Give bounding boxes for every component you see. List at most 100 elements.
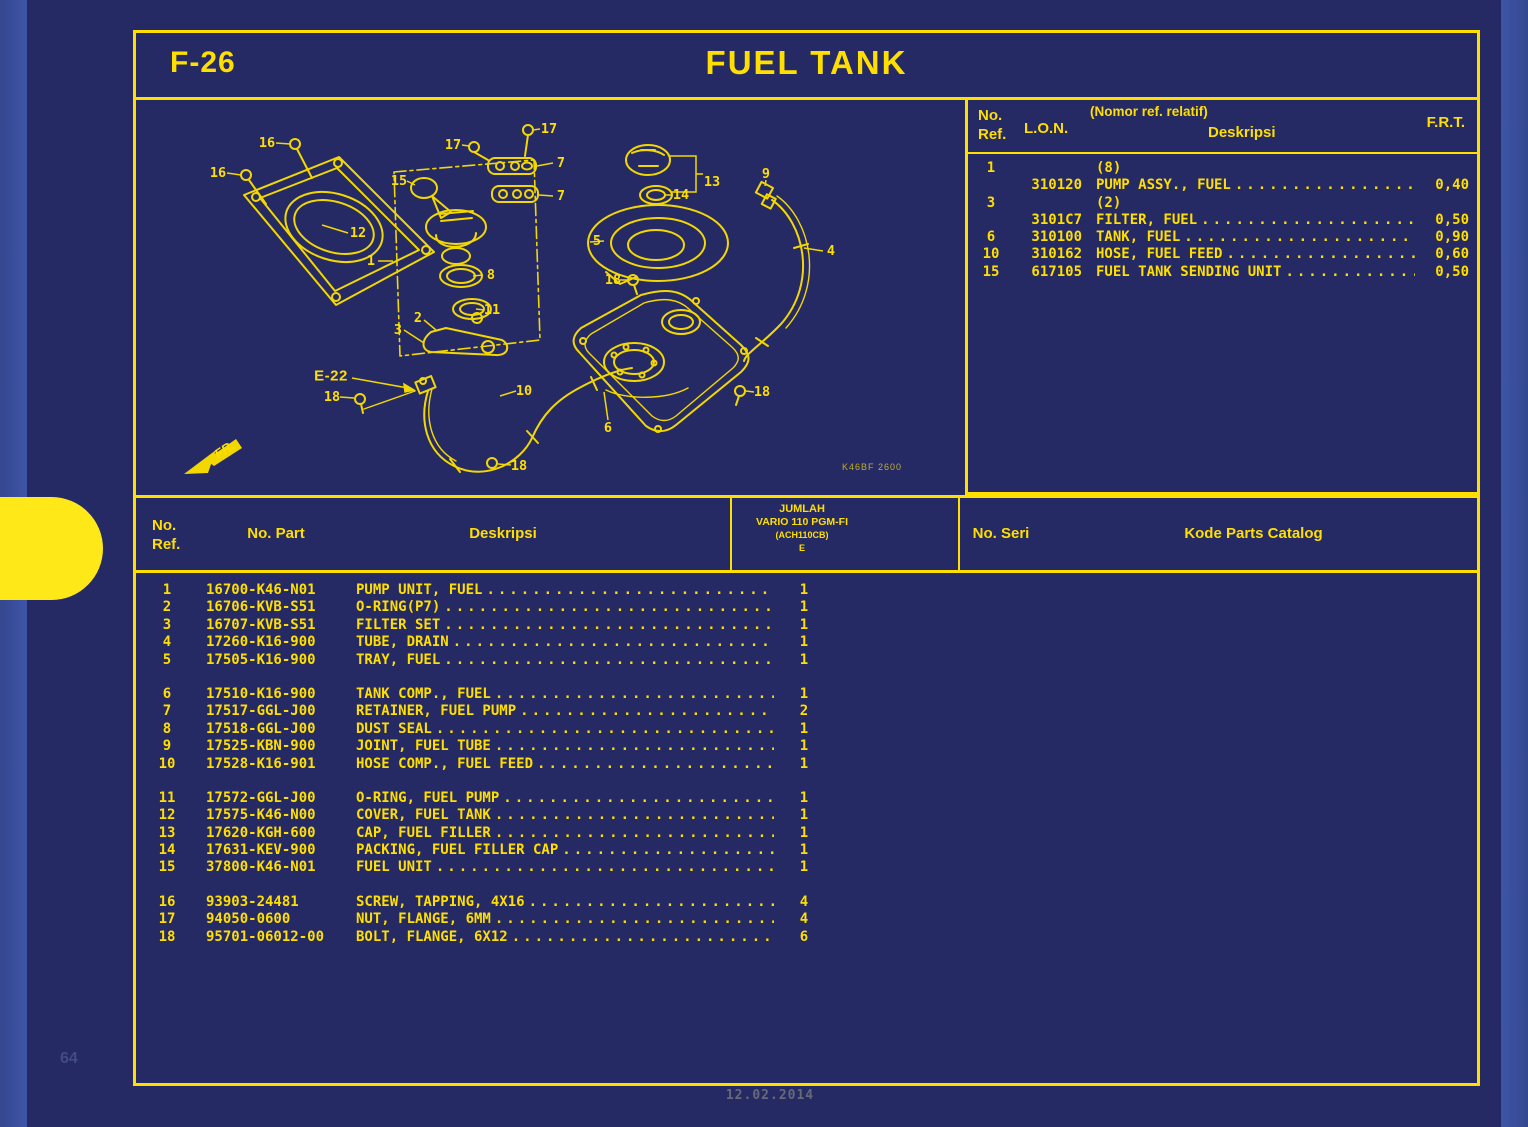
part-callout: 5 bbox=[592, 233, 602, 249]
description-cell: PUMP UNIT, FUEL bbox=[356, 582, 778, 599]
seri-col-header: No. Seri bbox=[972, 525, 1030, 542]
quantity: 4 bbox=[799, 893, 809, 910]
part-callout: 18 bbox=[510, 458, 528, 474]
description-cell: FUEL UNIT bbox=[356, 859, 778, 876]
part-callout: 14 bbox=[672, 187, 690, 203]
dot-leader bbox=[495, 686, 774, 703]
ref-no: 16 bbox=[158, 893, 176, 910]
part-number: 17575-K46-N00 bbox=[206, 807, 316, 824]
part-number: 37800-K46-N01 bbox=[206, 859, 316, 876]
ref-no: 3 bbox=[986, 194, 996, 211]
part-callout: 3 bbox=[393, 322, 403, 338]
ref-no: 6 bbox=[986, 229, 996, 246]
frt-value: 0,50 bbox=[1435, 211, 1469, 228]
frt-value: 0,40 bbox=[1435, 177, 1469, 194]
ref-no: 14 bbox=[158, 842, 176, 859]
ref-no: 18 bbox=[158, 928, 176, 945]
ref-table-row: 1 (8) bbox=[968, 160, 1477, 177]
description: TRAY, FUEL bbox=[356, 651, 441, 668]
dot-leader bbox=[512, 929, 774, 946]
ref-no: 7 bbox=[162, 703, 172, 720]
dot-leader bbox=[1184, 229, 1415, 246]
ref-no: 1 bbox=[162, 582, 172, 598]
dot-leader bbox=[537, 756, 774, 773]
part-callout: 16 bbox=[209, 165, 227, 181]
description: PUMP UNIT, FUEL bbox=[356, 582, 483, 598]
quantity: 1 bbox=[799, 824, 809, 841]
description: (2) bbox=[1096, 194, 1122, 211]
part-callout: 18 bbox=[604, 272, 622, 288]
desc-col-header: Deskripsi bbox=[1208, 124, 1276, 141]
lon-code: 310162 bbox=[1031, 246, 1082, 263]
part-callout: 15 bbox=[390, 173, 408, 189]
part-number: 17572-GGL-J00 bbox=[206, 789, 316, 806]
quantity: 2 bbox=[799, 703, 809, 720]
description-cell: O-RING(P7) bbox=[356, 599, 778, 616]
frt-value: 0,60 bbox=[1435, 246, 1469, 263]
page-code: F-26 bbox=[170, 46, 236, 79]
ref-no: 6 bbox=[162, 685, 172, 702]
description: O-RING, FUEL PUMP bbox=[356, 789, 500, 806]
description-cell: COVER, FUEL TANK bbox=[356, 807, 778, 824]
parts-table-row: 1 16700-K46-N01 PUMP UNIT, FUEL 1 bbox=[136, 582, 1477, 599]
part-number: 17517-GGL-J00 bbox=[206, 703, 316, 720]
description: TANK COMP., FUEL bbox=[356, 685, 491, 702]
parts-table-header: No. Ref. No. Part Deskripsi JUMLAH VARIO… bbox=[136, 495, 1477, 573]
ref-no: 17 bbox=[158, 911, 176, 928]
quantity: 1 bbox=[799, 859, 809, 876]
ref-no: 3 bbox=[162, 616, 172, 633]
description-cell: TANK COMP., FUEL bbox=[356, 686, 778, 703]
dot-leader bbox=[495, 911, 774, 928]
side-tab[interactable] bbox=[0, 497, 103, 600]
frt-col-header: F.R.T. bbox=[1426, 114, 1465, 131]
part-number: 17528-K16-901 bbox=[206, 755, 316, 772]
ref-no: 1 bbox=[986, 160, 996, 176]
dot-leader bbox=[520, 703, 774, 720]
description: FUEL UNIT bbox=[356, 859, 432, 876]
part-number: 17525-KBN-900 bbox=[206, 738, 316, 755]
ref-no: 13 bbox=[158, 824, 176, 841]
description-cell: O-RING, FUEL PUMP bbox=[356, 790, 778, 807]
quantity: 1 bbox=[799, 720, 809, 737]
part-number: 16700-K46-N01 bbox=[206, 582, 316, 598]
description-cell: DUST SEAL bbox=[356, 721, 778, 738]
part-callout: 18 bbox=[323, 389, 341, 405]
page-title: FUEL TANK bbox=[705, 44, 908, 81]
part-callout: 18 bbox=[753, 384, 771, 400]
description: (8) bbox=[1096, 160, 1122, 176]
ref-no: 5 bbox=[162, 651, 172, 668]
part-callout: E-22 bbox=[314, 367, 348, 385]
quantity: 6 bbox=[799, 928, 809, 945]
dot-leader bbox=[495, 738, 774, 755]
description-cell: FILTER SET bbox=[356, 617, 778, 634]
frt-value: 0,50 bbox=[1435, 263, 1469, 280]
reference-table-panel: No. Ref. L.O.N. (Nomor ref. relatif) Des… bbox=[965, 100, 1477, 495]
dot-leader bbox=[1285, 264, 1415, 281]
description-cell: JOINT, FUEL TUBE bbox=[356, 738, 778, 755]
description: FILTER SET bbox=[356, 616, 441, 633]
quantity: 1 bbox=[799, 582, 809, 598]
reference-table-header: No. Ref. L.O.N. (Nomor ref. relatif) Des… bbox=[968, 100, 1477, 154]
ref-no: 8 bbox=[162, 720, 172, 737]
part-number: 16707-KVB-S51 bbox=[206, 616, 316, 633]
dot-leader bbox=[1226, 246, 1415, 263]
jumlah-col-header: JUMLAH VARIO 110 PGM-FI (ACH110CB) E bbox=[730, 498, 960, 570]
description: DUST SEAL bbox=[356, 720, 432, 737]
kode-col-header: Kode Parts Catalog bbox=[1184, 525, 1323, 542]
dot-leader bbox=[503, 790, 774, 807]
part-callout: 4 bbox=[826, 243, 836, 259]
right-edge-strip bbox=[1501, 0, 1528, 1127]
quantity: 1 bbox=[799, 685, 809, 702]
